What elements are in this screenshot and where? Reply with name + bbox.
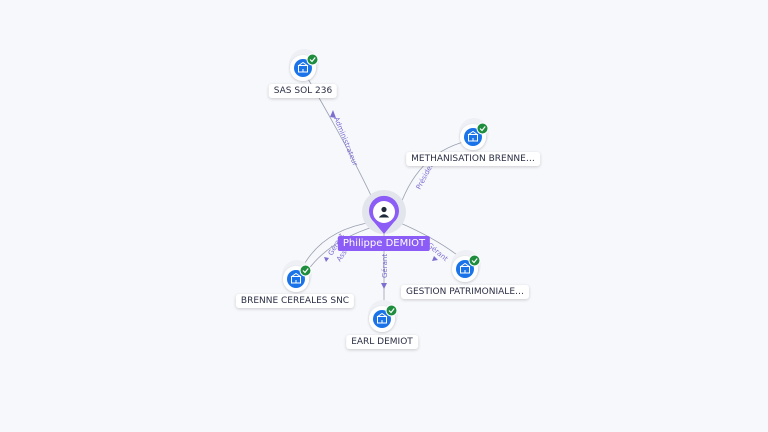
company-building-icon [467, 130, 479, 142]
company-building-icon [459, 262, 471, 274]
person-icon [378, 206, 390, 218]
company-label-brenne-cereales-snc[interactable]: BRENNE CEREALES SNC [235, 294, 355, 308]
company-label-methanisation-brenne[interactable]: METHANISATION BRENNE… [406, 152, 540, 166]
arrow-earl-demiot [381, 283, 387, 289]
arrow-brenne-cereales-snc [324, 257, 329, 262]
company-node-sas-sol-236[interactable] [289, 49, 319, 81]
company-label-earl-demiot[interactable]: EARL DEMIOT [346, 335, 418, 349]
verified-check-icon [385, 304, 398, 317]
edge-label-earl-demiot: Gérant [381, 254, 389, 278]
edge-methanisation-brenne [399, 139, 473, 207]
company-node-brenne-cereales-snc[interactable] [282, 260, 312, 292]
company-building-icon [297, 61, 309, 73]
company-node-methanisation-brenne[interactable] [459, 118, 489, 150]
arrow-sas-sol-236 [330, 110, 336, 118]
company-nodes [282, 49, 489, 332]
verified-check-icon [468, 254, 481, 267]
edge-label-sas-sol-236: Administrateur [332, 116, 359, 167]
edge-arrows [324, 110, 438, 289]
center-person-node[interactable] [362, 190, 406, 234]
company-label-sas-sol-236[interactable]: SAS SOL 236 [268, 84, 338, 98]
verified-check-icon [476, 122, 489, 135]
company-building-icon [290, 272, 302, 284]
verified-check-icon [306, 53, 319, 66]
center-person-label[interactable]: Philippe DEMIOT [337, 236, 431, 251]
company-node-earl-demiot[interactable] [368, 300, 398, 332]
verified-check-icon [299, 264, 312, 277]
arrow-gestion-patrimoniale [432, 256, 438, 261]
company-building-icon [376, 312, 388, 324]
company-node-gestion-patrimoniale[interactable] [451, 250, 481, 282]
company-label-gestion-patrimoniale[interactable]: GESTION PATRIMONIALE… [400, 285, 530, 299]
edge-brenne-cereales-snc-2 [307, 225, 377, 271]
